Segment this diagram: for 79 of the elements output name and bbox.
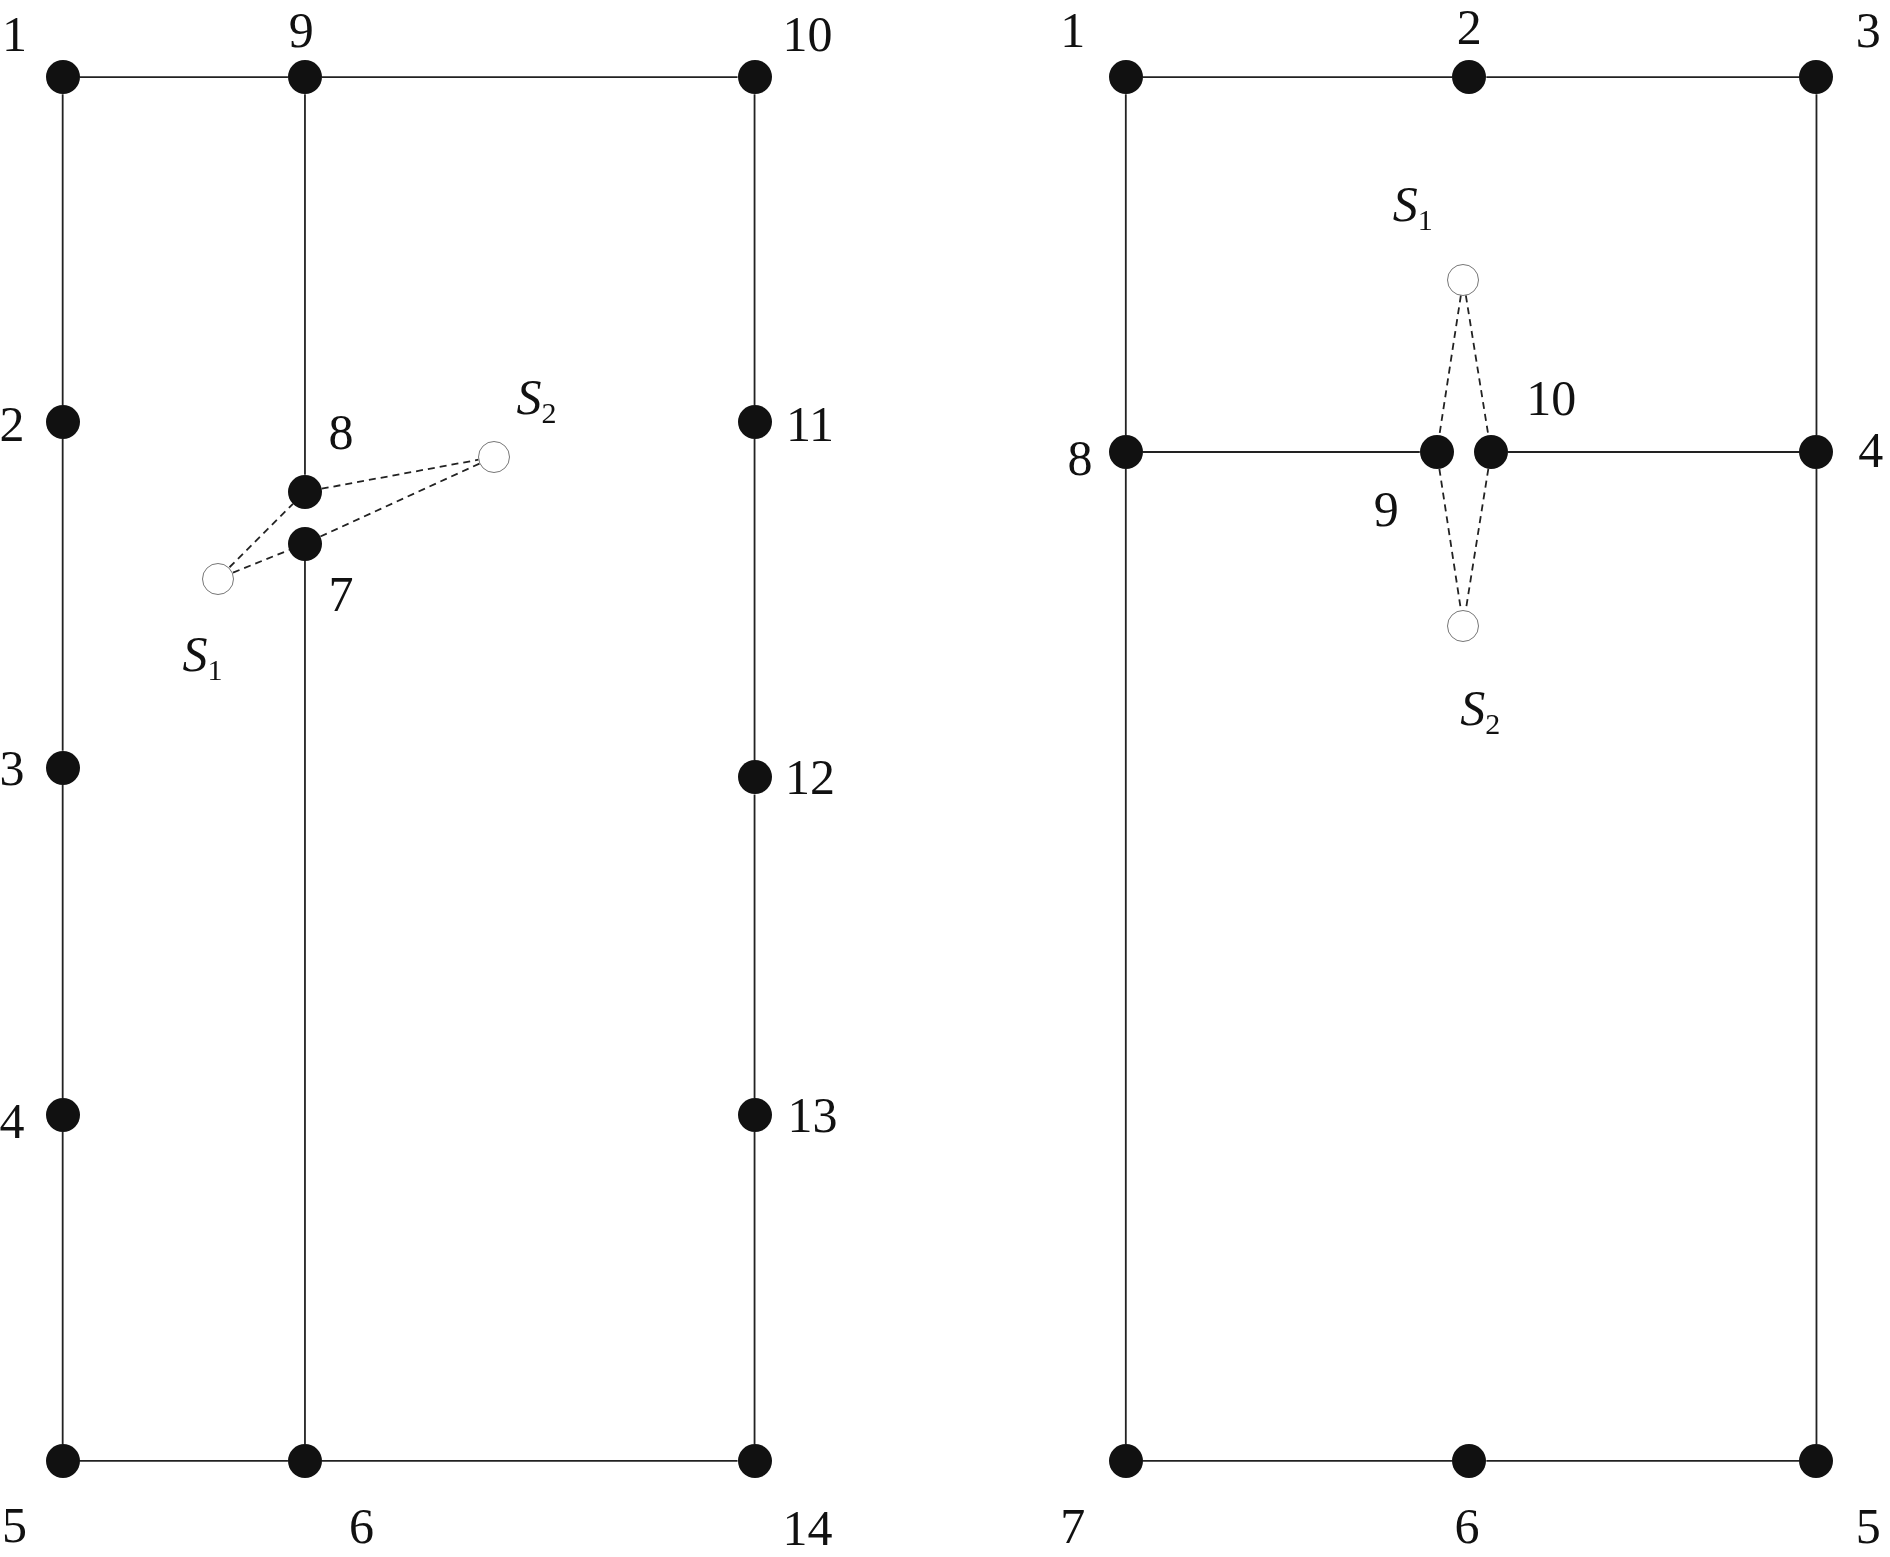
line <box>304 93 306 476</box>
node-point <box>1108 435 1143 469</box>
node-point <box>1452 1443 1487 1478</box>
line <box>61 438 64 752</box>
line <box>61 783 64 1099</box>
node-point <box>1799 435 1834 469</box>
node-point <box>737 760 772 795</box>
line <box>321 1460 739 1462</box>
node-point <box>1452 60 1487 95</box>
node-point <box>45 60 80 95</box>
node-point <box>1799 1443 1834 1478</box>
node-point <box>737 1097 772 1132</box>
node-label: 1 <box>1 8 27 59</box>
node-point <box>45 1097 80 1132</box>
node-point <box>287 526 322 561</box>
line <box>1141 1460 1454 1462</box>
node-label: 10 <box>782 8 833 59</box>
node-label: S$_{2}$ <box>1460 683 1501 740</box>
dashed-line <box>228 502 294 569</box>
dashed-line <box>319 462 481 538</box>
node-point <box>287 474 322 509</box>
line <box>1141 76 1454 79</box>
line <box>321 76 739 79</box>
node-label: 9 <box>1373 483 1399 534</box>
node-label: 4 <box>0 1095 25 1146</box>
node-label: S$_{2}$ <box>516 372 557 429</box>
line <box>1485 76 1801 79</box>
line <box>753 793 756 1099</box>
node-point <box>287 60 322 95</box>
node-point <box>45 1443 80 1478</box>
node-point <box>737 404 772 439</box>
line <box>753 93 756 406</box>
node-label: 5 <box>1 1499 27 1550</box>
node-label: 8 <box>328 406 354 457</box>
node-label: 3 <box>0 742 25 793</box>
node-point <box>1474 435 1508 469</box>
node-label: 14 <box>782 1503 833 1554</box>
line <box>78 1460 289 1462</box>
node-label: 2 <box>1456 1 1482 52</box>
node-label: 10 <box>1526 372 1577 423</box>
node-label: 7 <box>328 569 354 620</box>
node-label: 6 <box>349 1500 375 1551</box>
line <box>1485 1460 1801 1462</box>
line <box>753 1131 756 1445</box>
line <box>1815 93 1818 436</box>
line <box>61 1131 64 1445</box>
node-label: 2 <box>0 399 25 450</box>
node-point <box>737 1443 772 1478</box>
node-label: S$_{1}$ <box>182 628 223 685</box>
node-point <box>737 60 772 95</box>
node-point <box>1108 1443 1143 1478</box>
line <box>1507 451 1801 453</box>
node-label: 13 <box>787 1089 838 1140</box>
node-point <box>1799 60 1834 95</box>
node-point <box>287 1443 322 1478</box>
node-point <box>1419 435 1454 469</box>
node-point <box>45 750 80 785</box>
node-label: 8 <box>1067 433 1093 484</box>
node-label: 1 <box>1060 5 1086 56</box>
line <box>753 438 756 762</box>
line <box>1141 451 1421 453</box>
line <box>304 559 306 1445</box>
line <box>61 93 64 406</box>
node-label: 7 <box>1060 1500 1086 1551</box>
node-label: 12 <box>785 752 835 803</box>
node-label: 3 <box>1855 5 1881 56</box>
node-point <box>45 404 80 439</box>
node-label: 9 <box>288 5 314 56</box>
node-label: 5 <box>1855 1500 1881 1551</box>
line <box>1124 468 1127 1445</box>
dashed-line <box>320 458 480 490</box>
node-label: 6 <box>1454 1500 1480 1551</box>
node-point <box>1108 60 1143 95</box>
node-label: 4 <box>1858 424 1884 475</box>
line <box>78 76 289 79</box>
node-label: S$_{1}$ <box>1392 179 1433 236</box>
line <box>1815 468 1818 1445</box>
line <box>1124 93 1127 436</box>
node-label: 11 <box>785 399 835 450</box>
